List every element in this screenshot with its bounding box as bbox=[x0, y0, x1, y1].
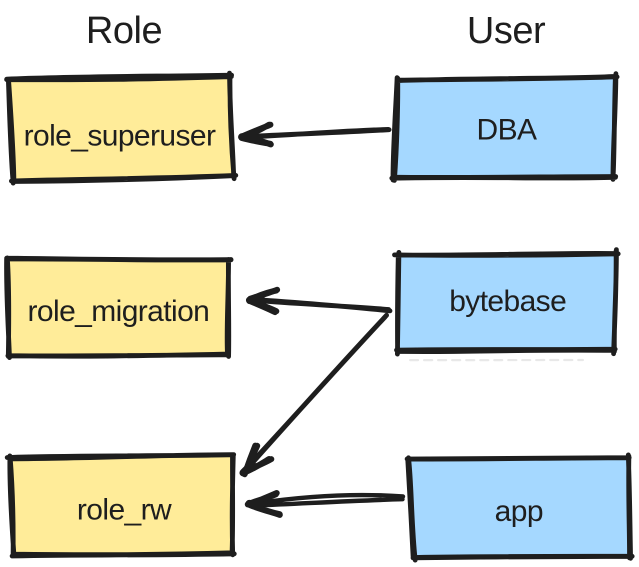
svg-text:app: app bbox=[495, 495, 543, 528]
svg-text:role_superuser: role_superuser bbox=[24, 120, 216, 153]
svg-text:DBA: DBA bbox=[477, 114, 537, 147]
svg-text:User: User bbox=[467, 10, 546, 52]
svg-text:Role: Role bbox=[86, 10, 162, 52]
svg-text:role_rw: role_rw bbox=[77, 494, 172, 527]
svg-text:bytebase: bytebase bbox=[449, 285, 566, 318]
svg-text:role_migration: role_migration bbox=[28, 295, 210, 328]
